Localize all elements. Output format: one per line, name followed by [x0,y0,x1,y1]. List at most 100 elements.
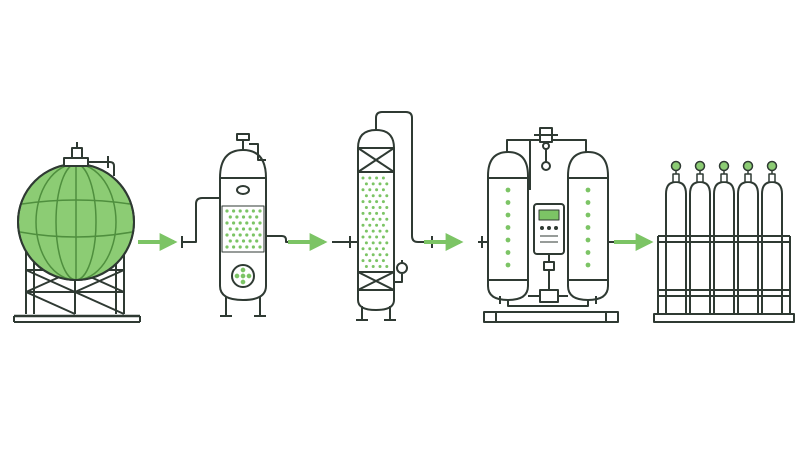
packing-dot [368,259,372,263]
packing-dot [235,215,239,219]
column-vent-pipe [375,111,432,243]
gas-cylinder [761,160,783,318]
packing-dot [368,188,372,192]
packing-dot [371,217,375,221]
packing-dot [381,235,385,239]
packing-dot [378,229,382,233]
packing-dot [385,217,389,221]
packing-dot [375,188,379,192]
packing-dot [371,241,375,245]
packing-dot [251,221,255,225]
dryer-top-manifold [506,127,587,190]
tower-dot [585,187,591,193]
packing-dot [381,200,385,204]
tower-dot [505,200,511,205]
packing-dot [385,253,389,257]
packing-dot [364,217,368,221]
packing-dot [241,239,246,243]
packed-adsorption-column [332,111,433,321]
dryer-base-skid [483,311,619,323]
gas-cylinder [737,160,759,318]
packing-dot [361,223,365,227]
cylinder-valve-handle-icon [742,160,754,172]
packing-dot [232,233,236,237]
vessel-safety-valve [236,133,266,161]
column-bottom-support [357,271,395,291]
tower-dot [585,250,591,255]
packing-dot [375,200,379,204]
tank-sphere [17,163,135,281]
tower-dot [505,250,511,255]
packing-dot [378,182,382,186]
packing-dot [381,176,385,180]
packing-dot [364,194,368,198]
vessel-packing-dots [225,209,262,249]
packing-dot [381,259,385,263]
packing-dot [385,265,389,268]
tower-dot [585,237,591,243]
packing-dot [258,245,262,249]
cylinder-valve-handle-icon [718,160,730,172]
packing-dot [228,227,232,231]
packing-dot [225,245,229,249]
column-body [357,129,395,311]
packing-dot [248,239,252,243]
packing-dot [238,209,242,213]
packing-dot [385,229,389,233]
packing-dot [225,221,229,225]
pre-treatment-vessel [181,133,300,317]
tower-dot [505,237,511,243]
vessel-outlet-pipe [266,235,300,243]
packing-dot [235,227,239,231]
twin-tower-dryer [478,127,619,323]
packing-dot [245,233,249,237]
tower-dot [585,200,591,205]
packing-dot [371,194,375,198]
packing-dot [248,227,252,231]
tank-top-valve [63,142,115,176]
column-packing-dots [361,176,389,268]
packing-dot [371,265,375,268]
packing-dot [232,221,236,225]
packing-dot [235,239,239,243]
packing-dot [225,209,229,213]
packing-dot [381,223,385,227]
gas-cylinder [665,160,687,318]
packing-dot [378,241,382,245]
packing-dot [361,200,365,204]
packing-dot [381,247,385,251]
packing-dot [368,223,372,227]
packing-dot [378,265,382,268]
sight-glass-icon [236,185,250,195]
packing-dot [371,206,375,209]
packing-dot [245,209,249,213]
packing-dot [361,188,365,192]
packing-dot [255,239,259,243]
packing-dot [375,259,379,263]
packing-dot [378,217,382,221]
packing-dot [238,245,242,249]
packing-dot [375,176,379,180]
packing-dot [248,215,252,219]
gas-cylinder-rack [653,160,795,323]
packing-dot [225,233,229,237]
packing-dot [381,211,385,215]
packing-dot [228,215,232,219]
packing-dot [385,206,389,209]
packing-dot [364,241,368,245]
packing-dot [371,229,375,233]
packing-dot [364,265,368,268]
packing-dot [371,253,375,257]
tower-dot [505,225,511,230]
packing-dot [238,221,242,225]
packing-dot [228,239,232,243]
spherical-storage-tank [13,142,141,323]
packing-dot [378,194,382,198]
tower-dot [505,187,511,193]
packing-dot [381,188,385,192]
tower-dot [505,212,511,218]
packing-dot [371,182,375,186]
tower-dot [585,262,591,268]
